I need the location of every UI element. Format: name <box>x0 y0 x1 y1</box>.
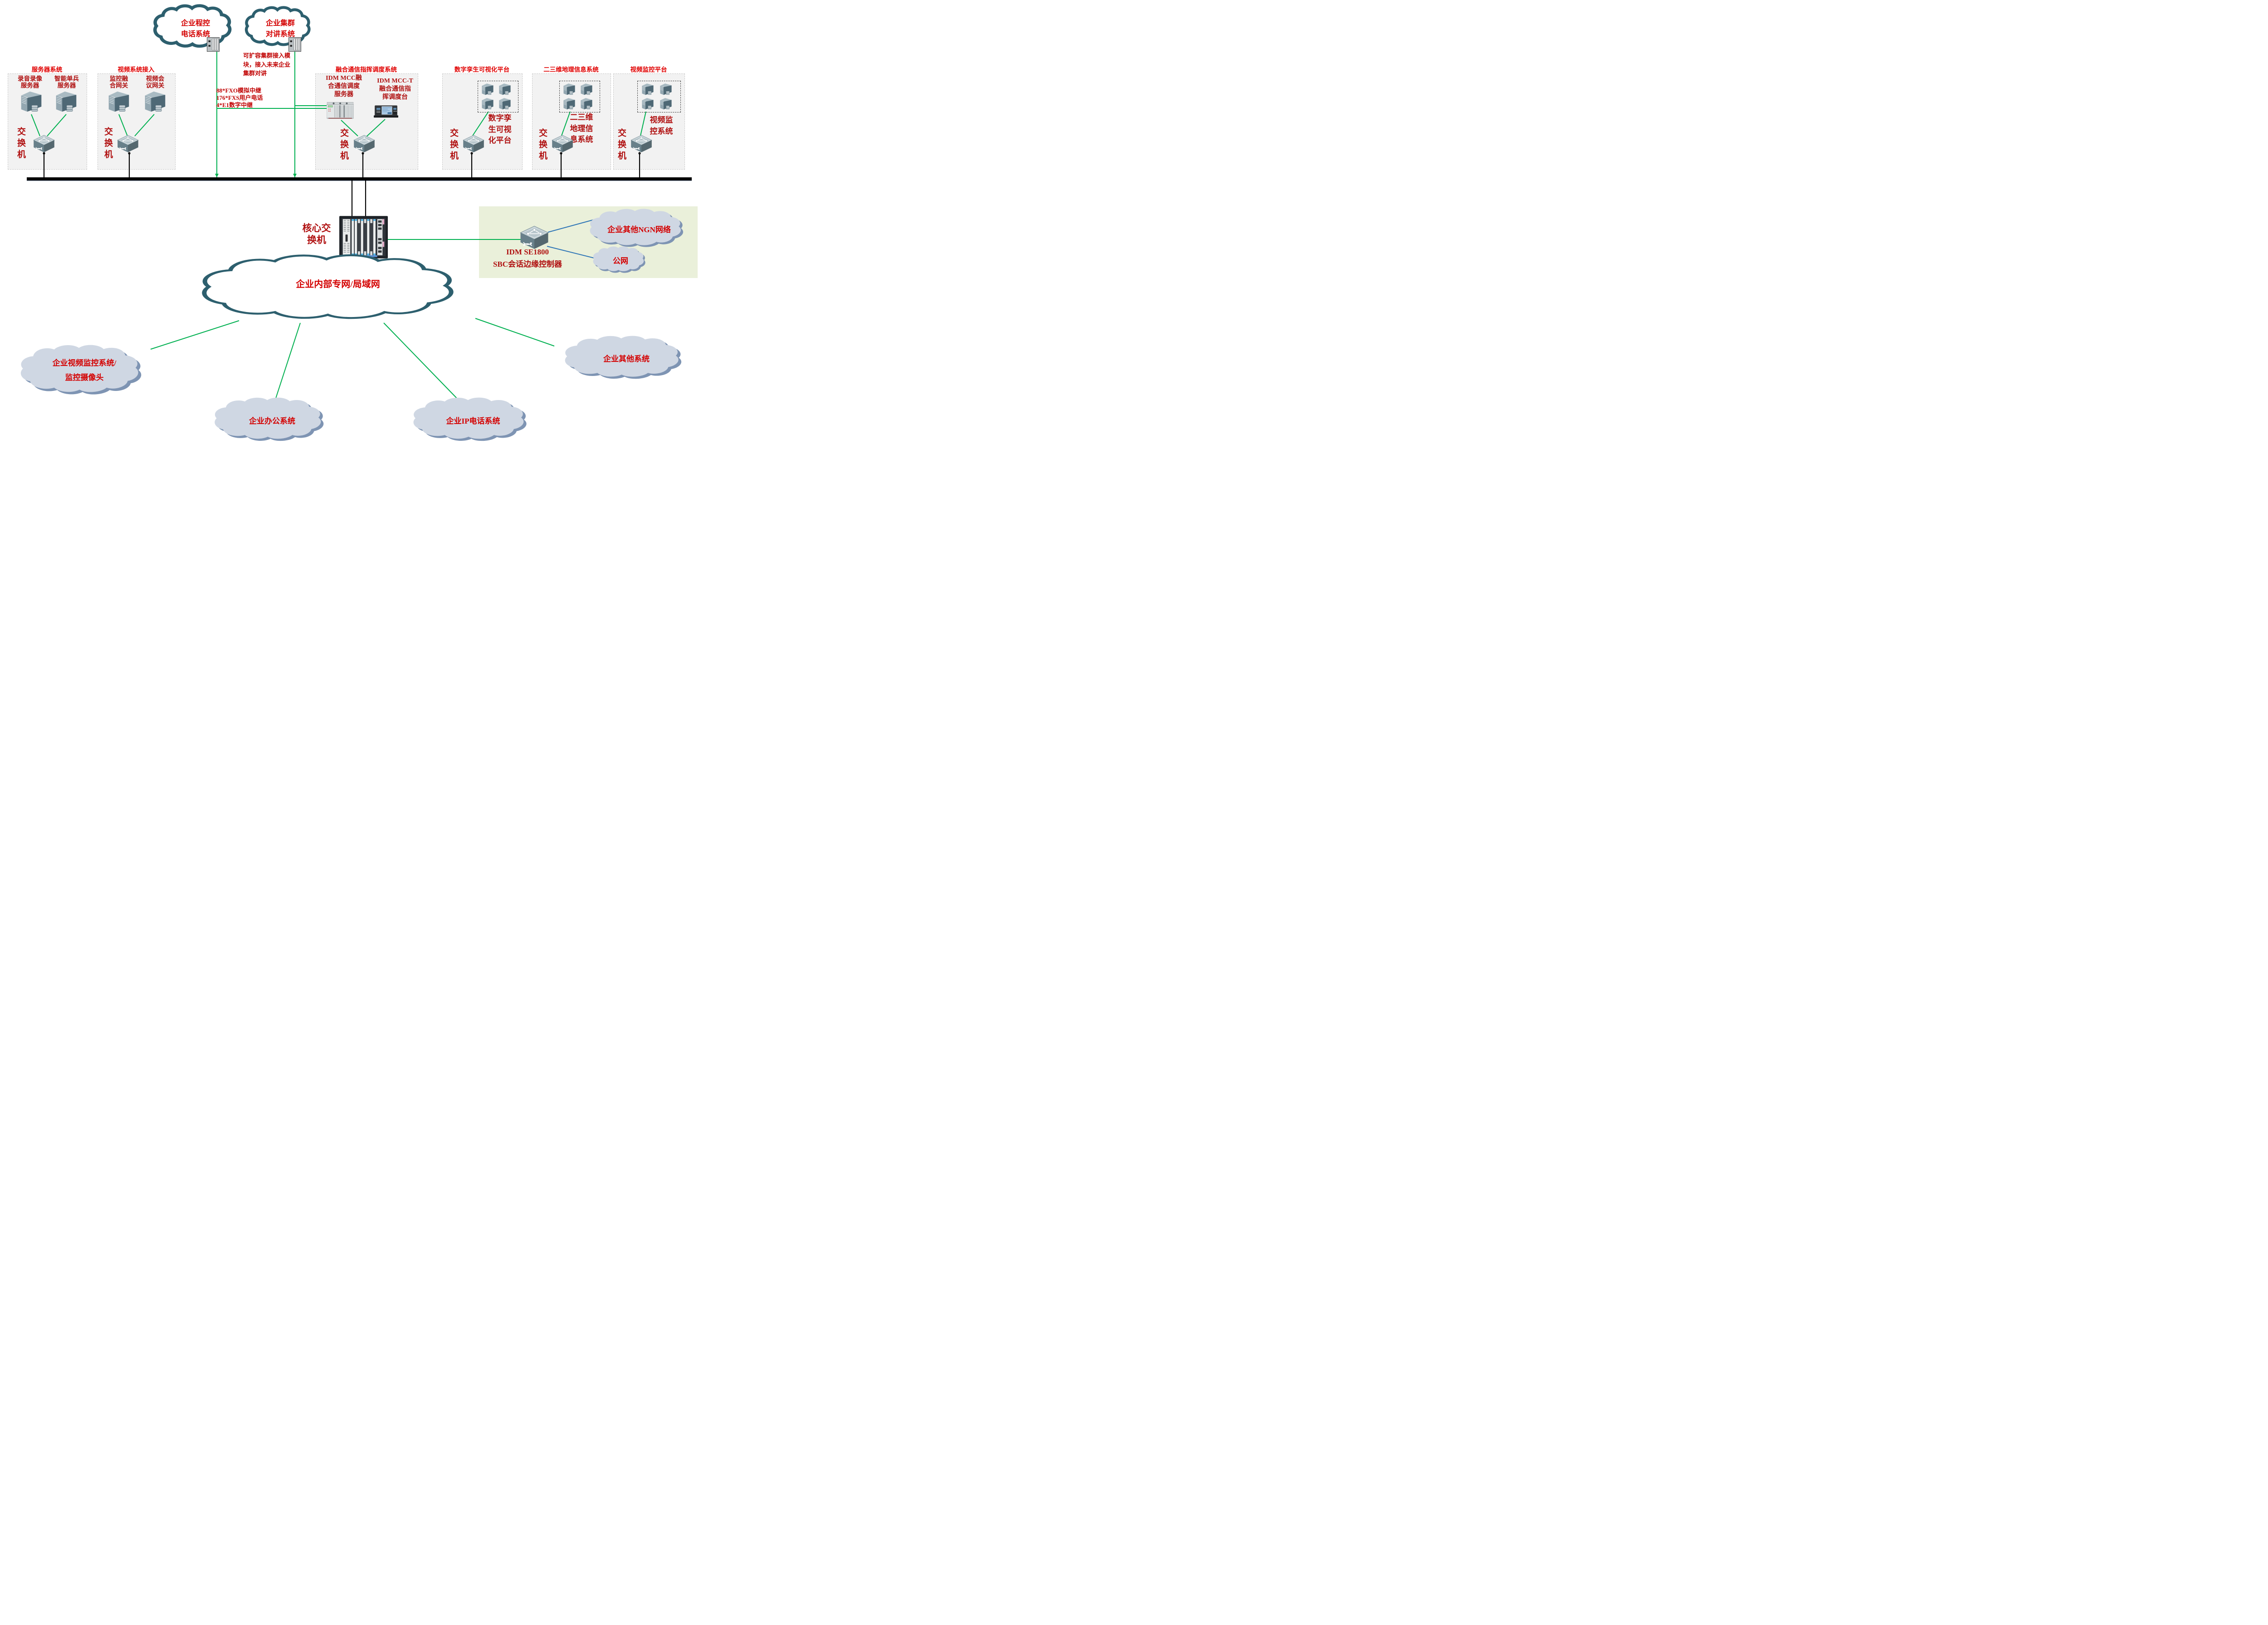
cluster-server-icon <box>642 83 654 95</box>
cloud-office-system: 企业办公系统 <box>212 397 332 443</box>
surveillance-gateway-label: 监控融 合网关 <box>109 75 128 89</box>
cluster-expansion-note: 可扩容集群接入模 块，接入未来企业 集群对讲 <box>243 52 291 77</box>
cloud-enterprise-trunking: 企业集群 对讲系统 <box>245 7 316 48</box>
switch-icon-2 <box>117 135 139 153</box>
cloud-other-systems: 企业其他系统 <box>562 336 690 381</box>
cluster-server-icon <box>660 98 672 110</box>
cluster-server-icon <box>563 83 575 95</box>
group-title-server-system: 服务器系统 <box>31 66 63 73</box>
cloud-other-ngn-label: 企业其他NGN网络 <box>607 225 671 234</box>
switch-icon-5 <box>552 135 573 153</box>
digital-twin-cluster-box <box>478 81 518 112</box>
cluster-server-icon <box>482 83 494 95</box>
switch-label-2: 交换机 <box>103 127 112 161</box>
cloud-office-system-label: 企业办公系统 <box>249 416 295 425</box>
group-box-dispatch-system <box>315 73 418 170</box>
surveillance-system-label: 视频监 控系统 <box>650 116 673 136</box>
backbone-bus <box>27 177 692 181</box>
group-title-video-surveillance: 视频监控平台 <box>630 66 667 73</box>
group-title-video-access: 视频系统接入 <box>117 66 155 73</box>
cloud-enterprise-pbx-label: 企业程控 电话系统 <box>181 20 210 38</box>
cloud-public-network-label: 公网 <box>613 256 628 265</box>
group-title-gis: 二三维地理信息系统 <box>543 66 599 73</box>
trunk-capacity-note: 88*FXO模拟中继 176*FXS用户电话 4*E1数字中继 <box>216 87 263 108</box>
soldier-server-icon <box>56 91 77 112</box>
sbc-label: IDM SE1800 SBC会话边缘控制器 <box>493 248 562 269</box>
digital-twin-platform-label: 数字孪 生可视 化平台 <box>488 114 512 145</box>
group-title-digital-twin: 数字孪生可视化平台 <box>454 66 510 73</box>
mcc-chassis-icon <box>327 102 354 119</box>
cloud-enterprise-lan-label: 企业内部专网/局域网 <box>296 279 380 289</box>
cloud-enterprise-lan: 企业内部专网/局域网 <box>199 255 477 324</box>
surveillance-cluster-box <box>637 81 681 112</box>
cluster-server-icon <box>660 83 672 95</box>
cloud-video-surveillance-cameras-label: 企业视频监控系统/ 监控摄像头 <box>52 358 117 382</box>
conference-gateway-icon <box>145 91 166 112</box>
soldier-server-label: 智能单兵 服务器 <box>54 75 79 89</box>
cluster-server-icon <box>642 98 654 110</box>
cloud-ip-phone-system-label: 企业IP电话系统 <box>446 416 500 425</box>
group-title-dispatch-system: 融合通信指挥调度系统 <box>336 66 397 73</box>
switch-label-5: 交换机 <box>538 128 547 162</box>
cluster-server-icon <box>563 98 575 110</box>
recording-server-icon <box>21 91 42 112</box>
surveillance-gateway-icon <box>108 91 129 112</box>
switch-icon-1 <box>33 135 55 153</box>
switch-label-1: 交换机 <box>16 127 25 161</box>
core-switch-icon <box>339 216 388 259</box>
mcc-server-label: IDM MCC融 合通信调度 服务器 <box>326 75 362 98</box>
cloud-enterprise-trunking-label: 企业集群 对讲系统 <box>265 20 295 38</box>
connector-lines <box>27 49 692 399</box>
cloud-video-surveillance-cameras: 企业视频监控系统/ 监控摄像头 <box>18 345 151 396</box>
gis-system-label: 二三维 地理信 息系统 <box>570 113 593 144</box>
switch-label-4: 交换机 <box>449 128 458 162</box>
switch-icon-3 <box>353 135 375 153</box>
group-box-server-system <box>8 73 87 170</box>
cloud-enterprise-pbx: 企业程控 电话系统 <box>153 5 238 50</box>
cloud-public-network: 公网 <box>592 246 649 273</box>
gis-cluster-box <box>559 81 600 112</box>
trunking-gateway-icon <box>288 37 301 52</box>
mcc-t-console-label: IDM MCC-T 融合通信指 挥调度台 <box>377 78 413 101</box>
cluster-server-icon <box>482 98 494 110</box>
cloud-ip-phone-system: 企业IP电话系统 <box>411 397 535 443</box>
core-switch-label: 核心交 换机 <box>302 223 331 246</box>
network-topology-diagram: 企业程控 电话系统 企业集群 对讲系统 可扩容集群接入模 块，接入未来企业 集群… <box>0 0 701 443</box>
recording-server-label: 录音录像 服务器 <box>18 75 42 89</box>
cluster-server-icon <box>499 98 511 110</box>
switch-label-3: 交换机 <box>339 128 348 162</box>
switch-icon-4 <box>463 135 484 153</box>
cloud-other-systems-label: 企业其他系统 <box>603 355 650 363</box>
cluster-server-icon <box>499 83 511 95</box>
switch-label-6: 交换机 <box>616 128 626 162</box>
group-box-video-access <box>98 73 176 170</box>
conference-gateway-label: 视频会 议网关 <box>146 75 165 89</box>
pbx-gateway-icon <box>207 37 220 52</box>
cluster-server-icon <box>581 98 592 110</box>
switch-icon-6 <box>631 135 652 153</box>
cloud-other-ngn: 企业其他NGN网络 <box>588 209 690 249</box>
dispatch-console-icon <box>374 105 398 118</box>
cluster-server-icon <box>581 83 592 95</box>
